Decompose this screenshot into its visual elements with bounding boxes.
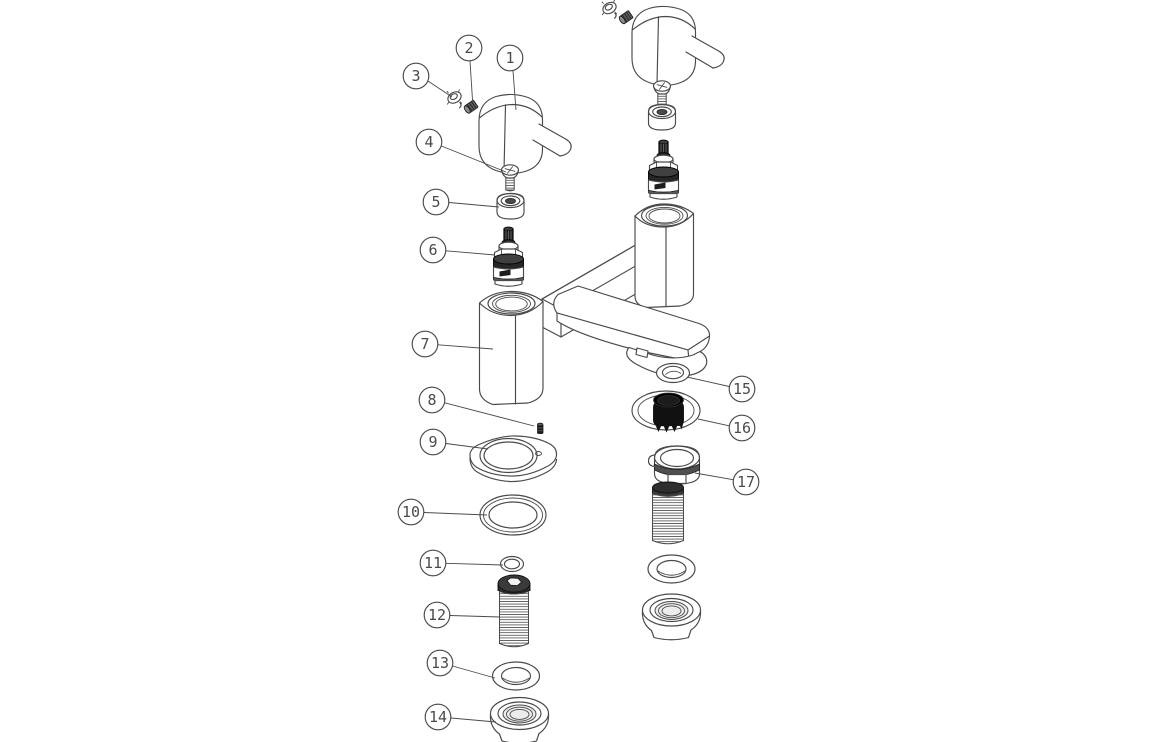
callout-13: 13: [426, 649, 454, 677]
callout-5-label: 5: [431, 193, 440, 211]
small-o-ring: [499, 555, 525, 573]
indicator-cap-and-grub-screw: [445, 88, 479, 115]
callout-15-label: 15: [733, 380, 751, 398]
callout-6: 6: [419, 236, 447, 264]
callout-10: 10: [397, 498, 425, 526]
callout-16: 16: [728, 414, 756, 442]
callout-14: 14: [424, 703, 452, 731]
tap-body-left-column: [478, 290, 544, 406]
callout-3: 3: [402, 62, 430, 90]
callout-8: 8: [418, 386, 446, 414]
callout-2: 2: [455, 34, 483, 62]
callout-12: 12: [423, 601, 451, 629]
callout-15: 15: [728, 375, 756, 403]
right-adapter-bush: [647, 103, 677, 131]
aerator: [631, 390, 701, 433]
washer: [491, 661, 541, 691]
body-grub-screw: [537, 422, 544, 434]
callout-16-label: 16: [733, 419, 751, 437]
right-cartridge: [647, 139, 680, 200]
callout-3-label: 3: [411, 67, 420, 85]
callout-7-label: 7: [420, 335, 429, 353]
right-handle: [631, 5, 726, 86]
callout-10-label: 10: [402, 503, 420, 521]
escutcheon-plate: [469, 435, 558, 483]
adapter-bush: [496, 192, 525, 220]
callout-9: 9: [419, 428, 447, 456]
callout-1: 1: [496, 44, 524, 72]
callout-6-label: 6: [428, 241, 437, 259]
threaded-connector: [647, 445, 701, 545]
handle: [478, 93, 573, 174]
spout-outlet-ring: [655, 362, 691, 384]
leader-lines: [423, 60, 734, 723]
callout-12-label: 12: [428, 606, 446, 624]
right-washer: [647, 554, 696, 584]
right-handle-screw: [652, 80, 672, 108]
right-backnut: [641, 593, 702, 641]
callout-9-label: 9: [428, 433, 437, 451]
threaded-fixing-stud: [497, 574, 531, 648]
handle-screw: [500, 164, 520, 192]
callout-4: 4: [415, 128, 443, 156]
callout-11-label: 11: [424, 554, 442, 572]
callout-13-label: 13: [431, 654, 449, 672]
callout-17: 17: [732, 468, 760, 496]
tap-body: [541, 203, 711, 377]
callout-11: 11: [419, 549, 447, 577]
large-o-ring: [479, 494, 547, 536]
callout-5: 5: [422, 188, 450, 216]
callout-8-label: 8: [427, 391, 436, 409]
right-indicator-cap-and-grub-screw: [600, 0, 634, 26]
callout-4-label: 4: [424, 133, 433, 151]
callout-1-label: 1: [505, 49, 514, 67]
backnut: [489, 696, 550, 742]
callout-2-label: 2: [464, 39, 473, 57]
cartridge: [492, 226, 525, 287]
callout-17-label: 17: [737, 473, 755, 491]
callout-7: 7: [411, 330, 439, 358]
callout-14-label: 14: [429, 708, 447, 726]
